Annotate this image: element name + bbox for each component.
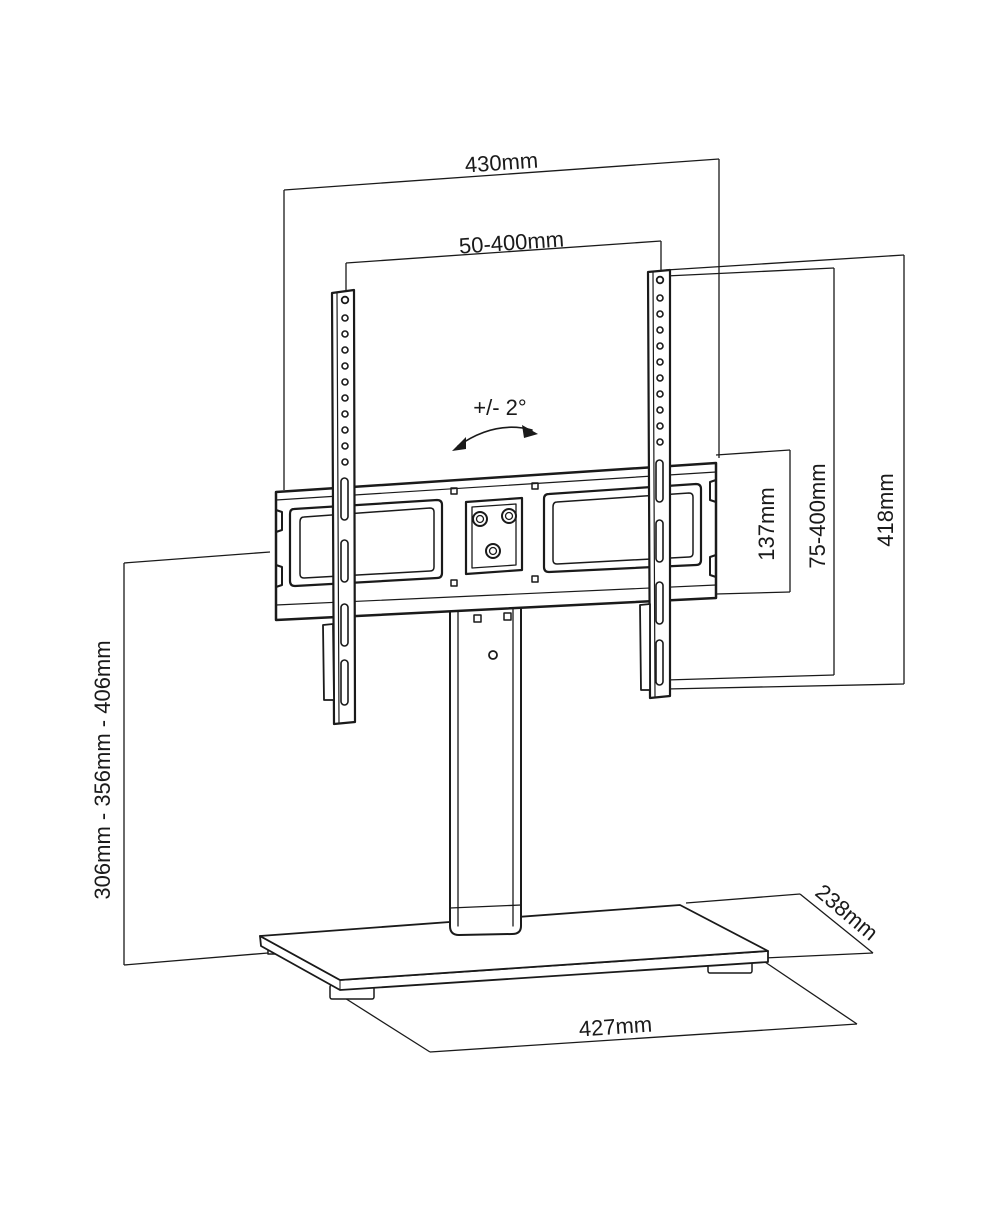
dim-line-base-depth bbox=[799, 893, 874, 954]
label-bracket-height: 137mm bbox=[754, 487, 779, 560]
dim-line-mount-width bbox=[283, 158, 720, 191]
arm-holes bbox=[655, 275, 665, 686]
dimension-labels: 430mm 50-400mm +/- 2° 137mm 75-400mm 418… bbox=[90, 147, 898, 1041]
column bbox=[449, 596, 522, 936]
arm-holes bbox=[340, 295, 350, 706]
column-hole bbox=[488, 650, 498, 660]
arrow-head-icon bbox=[452, 437, 466, 451]
screw bbox=[501, 508, 517, 524]
screw bbox=[472, 511, 488, 527]
arrow-head-icon bbox=[522, 425, 538, 438]
right-arm bbox=[639, 268, 672, 700]
label-mount-width: 430mm bbox=[464, 147, 539, 177]
tilt-arrow bbox=[452, 425, 538, 451]
label-vesa-vertical: 75-400mm bbox=[805, 463, 830, 568]
label-height-adjust: 306mm - 356mm - 406mm bbox=[90, 640, 115, 899]
label-tilt: +/- 2° bbox=[473, 395, 526, 420]
dimension-lines bbox=[123, 158, 905, 1053]
dim-line-base-width bbox=[429, 1023, 858, 1053]
left-arm bbox=[322, 288, 357, 726]
base-plate bbox=[259, 904, 769, 1000]
column-hole bbox=[503, 612, 512, 621]
label-base-width: 427mm bbox=[578, 1011, 653, 1041]
column-hole bbox=[473, 614, 482, 623]
base-top-surface bbox=[259, 904, 769, 981]
label-vesa-horizontal: 50-400mm bbox=[458, 226, 565, 258]
label-base-depth: 238mm bbox=[811, 879, 883, 945]
screw bbox=[485, 543, 501, 559]
dim-line-vesa-horizontal bbox=[345, 240, 662, 264]
label-total-height: 418mm bbox=[873, 473, 898, 546]
